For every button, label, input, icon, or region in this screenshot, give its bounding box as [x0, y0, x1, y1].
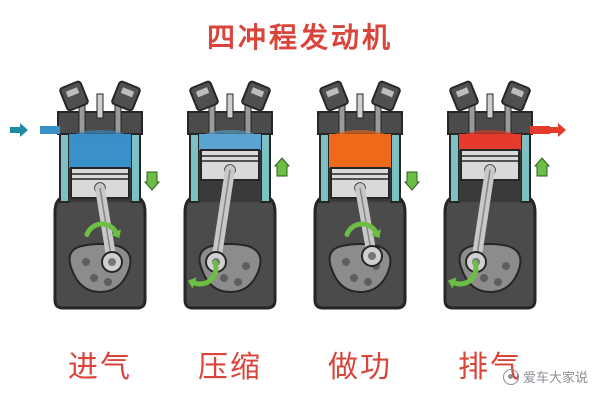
cylinder-wall-left: [319, 131, 330, 203]
crank-hole: [364, 278, 372, 286]
combustion-chamber: [69, 134, 131, 168]
connecting-rod: [211, 165, 235, 267]
crank-rotation-arrow: [344, 221, 379, 238]
connecting-rod-edge: [475, 169, 491, 263]
engine-power: [313, 80, 421, 310]
label-power: 做功: [328, 350, 392, 385]
crank-rotation-arrow: [192, 260, 219, 287]
chamber-dome: [204, 130, 256, 142]
crank-hole: [234, 278, 242, 286]
intake-port: [40, 126, 60, 134]
rocker-highlight: [65, 87, 80, 98]
crank-rotation-arrow-head: [187, 277, 197, 289]
cylinder-wall-right: [260, 131, 271, 203]
valve-rocker: [319, 80, 349, 112]
rocker-highlight: [195, 87, 210, 98]
combustion-chamber: [329, 134, 391, 168]
spark-plug: [226, 93, 234, 119]
rocker-highlight: [510, 87, 525, 98]
rocker-highlight: [380, 87, 395, 98]
crank-rotation-arrow-head: [447, 277, 457, 289]
piston-direction-arrow: [143, 171, 161, 191]
wechat-icon: [502, 368, 519, 385]
engine-compression: [183, 80, 291, 310]
crank-rotation-arrow-head: [110, 229, 122, 239]
valve-rocker: [449, 80, 479, 112]
connecting-rod: [471, 165, 495, 267]
diagram-title: 四冲程发动机: [206, 21, 393, 54]
connecting-rod-edge: [215, 169, 231, 263]
exhaust-flow-arrow: [548, 123, 566, 137]
crank-rotation-arrow: [84, 221, 119, 238]
crank-hole: [220, 274, 228, 282]
cylinder-wall-right: [390, 131, 401, 203]
crank-pin-center: [108, 258, 116, 266]
valve-rocker: [189, 80, 219, 112]
watermark: 爱车大家说: [502, 367, 588, 386]
spark-plug: [96, 93, 104, 119]
crank-pin-center: [368, 252, 376, 260]
spark-plug: [356, 93, 364, 119]
rocker-highlight: [325, 87, 340, 98]
crank-hole: [350, 274, 358, 282]
chamber-dome: [464, 130, 516, 142]
label-compression: 压缩: [198, 350, 262, 385]
valve-rocker: [241, 80, 271, 112]
cylinder-wall-left: [59, 131, 70, 203]
chamber-dome: [334, 130, 386, 142]
crank-rotation-arrow: [452, 260, 479, 287]
exhaust-port: [530, 126, 550, 134]
crank-hole: [90, 274, 98, 282]
crank-hole: [494, 278, 502, 286]
label-intake: 进气: [68, 350, 132, 385]
crank-hole: [242, 262, 250, 270]
rocker-highlight: [120, 87, 135, 98]
crank-hole: [502, 262, 510, 270]
piston-direction-arrow: [273, 157, 291, 177]
cylinder-wall-right: [520, 131, 531, 203]
crank-hole: [480, 274, 488, 282]
watermark-text: 爱车大家说: [522, 371, 588, 386]
cylinder-wall-left: [189, 131, 200, 203]
piston-direction-arrow: [403, 171, 421, 191]
piston-direction-arrow: [533, 157, 551, 177]
rocker-highlight: [455, 87, 470, 98]
chamber-dome: [74, 130, 126, 142]
engine-exhaust: [443, 80, 566, 310]
crank-hole: [82, 258, 90, 266]
crank-rotation-arrow-head: [370, 229, 382, 239]
engine-intake: [10, 80, 161, 310]
valve-rocker: [371, 80, 401, 112]
spark-plug: [486, 93, 494, 119]
crank-hole: [342, 258, 350, 266]
rocker-highlight: [250, 87, 265, 98]
valve-rocker: [59, 80, 89, 112]
intake-flow-arrow: [10, 123, 28, 137]
crank-hole: [104, 278, 112, 286]
cylinder-wall-left: [449, 131, 460, 203]
cylinder-wall-right: [130, 131, 141, 203]
valve-rocker: [111, 80, 141, 112]
valve-rocker: [501, 80, 531, 112]
